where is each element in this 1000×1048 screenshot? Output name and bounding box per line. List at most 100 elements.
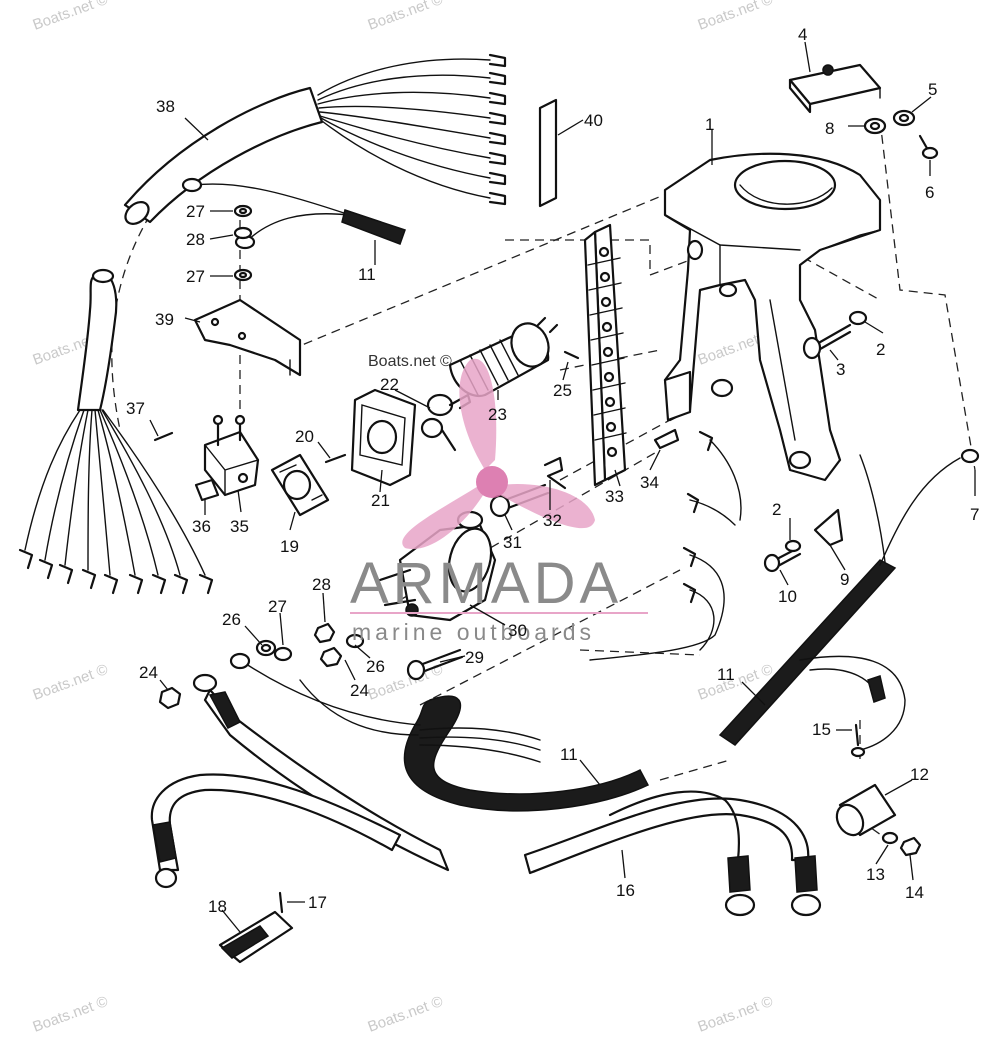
callout-38: 38: [156, 97, 175, 116]
callout-5: 5: [928, 80, 937, 99]
part-21-bezel: [350, 388, 417, 487]
callout-28: 28: [312, 575, 331, 594]
logo-tagline: marine outboards: [352, 619, 595, 645]
battery-cable-left: [192, 652, 450, 872]
callout-4: 4: [798, 25, 807, 44]
part-4-switch: [788, 63, 882, 114]
callout-7: 7: [970, 505, 979, 524]
callout-16: 16: [616, 881, 635, 900]
part-1-main-bracket: [663, 152, 882, 482]
part-19-plate: [270, 453, 330, 517]
callout-23: 23: [488, 405, 507, 424]
callout-11: 11: [717, 665, 735, 684]
callout-26: 26: [366, 657, 385, 676]
callout-21: 21: [371, 491, 390, 510]
callout-15: 15: [812, 720, 831, 739]
washers-27-28: [233, 204, 253, 282]
part-38-harness-sleeve: [123, 53, 507, 225]
watermark: Boats.net ©: [31, 661, 111, 704]
nuts-washers-24-28: [158, 622, 365, 710]
watermark: Boats.net ©: [31, 993, 111, 1036]
watermark: Boats.net ©: [31, 0, 111, 34]
callout-3: 3: [836, 360, 845, 379]
callout-2: 2: [876, 340, 885, 359]
part-38-harness-left: [18, 268, 214, 595]
watermark: Boats.net ©: [366, 993, 446, 1036]
callout-31: 31: [503, 533, 522, 552]
callout-30: 30: [508, 621, 527, 640]
watermark: Boats.net ©: [366, 0, 446, 34]
callout-24: 24: [350, 681, 369, 700]
propeller-icon: [402, 358, 595, 550]
watermark: Boats.net ©: [696, 993, 776, 1036]
part-12-plug: [835, 783, 897, 837]
part-6-screw: [918, 134, 939, 160]
part-13-washer: [881, 831, 899, 845]
callout-27: 27: [268, 597, 287, 616]
part-11-lead-top: [181, 177, 406, 250]
part-37-screw: [153, 431, 174, 442]
callout-12: 12: [910, 765, 929, 784]
part-39-bracket: [193, 298, 302, 377]
part-11-harness-lower: [239, 659, 650, 812]
part-14-nut: [899, 836, 922, 857]
callout-19: 19: [280, 537, 299, 556]
part-35-relay: [203, 414, 260, 497]
callout-29: 29: [465, 648, 484, 667]
part-15-washer: [850, 746, 866, 758]
part-33-terminal-block: [583, 223, 627, 487]
armada-logo: ARMADA marine outboards: [350, 358, 648, 645]
part-29-bolt: [406, 648, 464, 681]
callout-14: 14: [905, 883, 924, 902]
callout-25: 25: [553, 381, 572, 400]
callout-40: 40: [584, 111, 603, 130]
callout-18: 18: [208, 897, 227, 916]
part-32-clip: [543, 456, 567, 490]
callout-numbers: 1 2 2 3 4 5 6 7 8 9 10 11 11 11 11 12 13…: [126, 25, 979, 916]
callout-34: 34: [640, 473, 659, 492]
callout-11: 11: [560, 745, 578, 764]
callout-6: 6: [925, 183, 934, 202]
callout-2: 2: [772, 500, 781, 519]
callout-9: 9: [840, 570, 849, 589]
battery-cable-loop: [150, 773, 402, 889]
part-18-clip: [218, 910, 294, 964]
callout-20: 20: [295, 427, 314, 446]
callout-13: 13: [866, 865, 885, 884]
watermark: Boats.net ©: [696, 0, 776, 34]
part-5-8-washers: [863, 109, 916, 135]
callout-1: 1: [705, 115, 714, 134]
callout-8: 8: [825, 119, 834, 138]
part-20-screw: [324, 453, 347, 464]
callout-27: 27: [186, 202, 205, 221]
logo-brand: ARMADA: [350, 551, 622, 616]
callout-35: 35: [230, 517, 249, 536]
callout-32: 32: [543, 511, 562, 530]
callout-33: 33: [605, 487, 624, 506]
watermark-inline: Boats.net ©: [368, 353, 452, 370]
callout-36: 36: [192, 517, 211, 536]
small-leads: [589, 430, 844, 661]
callout-layer: [149, 41, 976, 933]
callout-37: 37: [126, 399, 145, 418]
callout-17: 17: [308, 893, 327, 912]
callout-28: 28: [186, 230, 205, 249]
part-11-harness-right: [718, 448, 980, 751]
callout-22: 22: [380, 375, 399, 394]
part-40-decal: [538, 98, 558, 208]
callout-11: 11: [358, 265, 376, 284]
callout-39: 39: [155, 310, 174, 329]
part-25-screw: [563, 350, 580, 360]
part-34-clip: [653, 428, 680, 450]
part-16-battery-cable: [523, 790, 822, 917]
part-22-keys: [420, 393, 472, 452]
part-36-label: [194, 478, 220, 502]
callout-26: 26: [222, 610, 241, 629]
part-15-screw: [854, 723, 860, 747]
logo-rule: [350, 612, 648, 614]
part-17-screw: [278, 891, 284, 914]
part-2-3-bolt-washer: [802, 310, 868, 360]
callout-10: 10: [778, 587, 797, 606]
